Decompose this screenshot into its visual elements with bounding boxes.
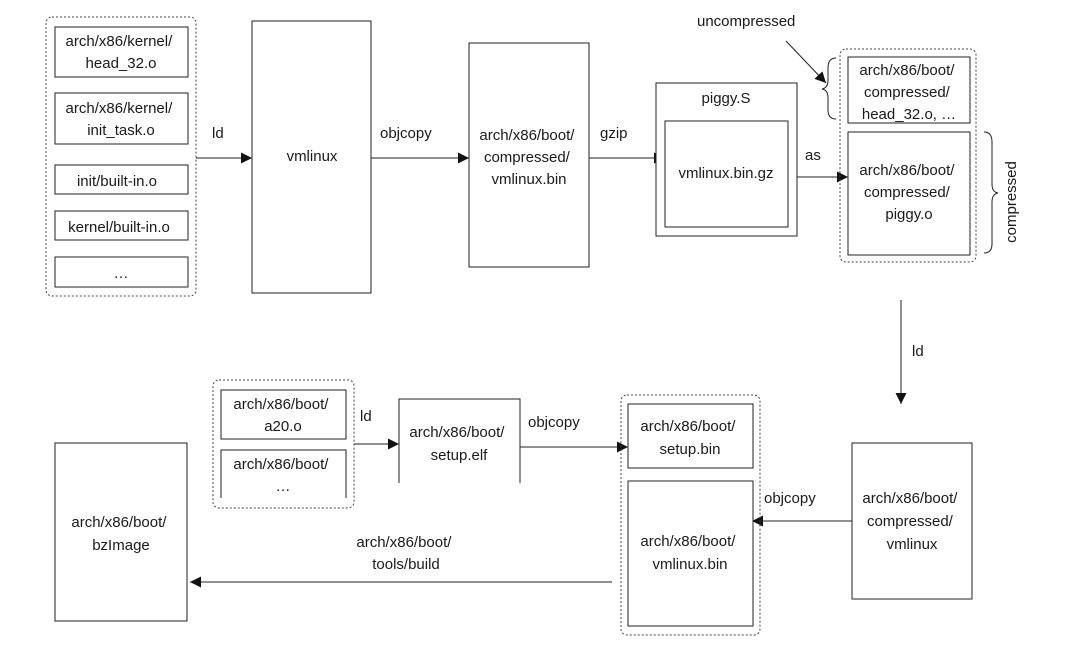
vmlinux-label: vmlinux	[287, 148, 338, 165]
piggy-o-label: arch/x86/boot/ compressed/ piggy.o	[859, 162, 958, 223]
kernel-objects-group	[45, 16, 197, 297]
gzip-label: gzip	[600, 125, 628, 142]
init-task-o-box	[54, 92, 189, 145]
compressed-objects-group	[839, 48, 977, 263]
more-objects-box	[54, 256, 189, 288]
kernel-built-in-o-label: kernel/built-in.o	[68, 219, 170, 236]
compressed-vmlinux-label: arch/x86/boot/ compressed/ vmlinux	[862, 490, 961, 553]
objcopy-label-3: objcopy	[764, 490, 816, 507]
setup-more-objects-box	[220, 449, 347, 498]
objcopy-label-1: objcopy	[380, 125, 432, 142]
more-objects-label: …	[114, 265, 129, 282]
compressed-vmlinux-bin-box	[468, 42, 590, 268]
head-32-o-box	[54, 26, 189, 78]
init-task-o-label: arch/x86/kernel/ init_task.o	[66, 100, 177, 139]
boot-vmlinux-bin-box	[627, 480, 754, 627]
uncompressed-brace	[821, 57, 837, 120]
setup-bin-box	[627, 403, 754, 469]
a20-o-label: arch/x86/boot/ a20.o	[233, 396, 332, 435]
piggy-s-label: piggy.S	[702, 90, 751, 107]
compressed-vmlinux-bin-label: arch/x86/boot/ compressed/ vmlinux.bin	[479, 127, 578, 188]
kernel-built-in-o-box	[54, 210, 189, 241]
ld-label-1: ld	[212, 125, 224, 142]
piggy-o-box	[847, 131, 971, 256]
init-built-in-o-box	[54, 164, 189, 195]
vmlinux-box	[251, 20, 372, 294]
compressed-label: compressed	[1003, 161, 1020, 243]
objcopy-label-2: objcopy	[528, 414, 580, 431]
compressed-brace	[983, 131, 999, 254]
boot-vmlinux-bin-label: arch/x86/boot/ vmlinux.bin	[640, 533, 739, 573]
ld-label-3: ld	[360, 408, 372, 425]
build-label: arch/x86/boot/ tools/build	[356, 534, 455, 573]
ld-label-2: ld	[912, 343, 924, 360]
setup-bin-label: arch/x86/boot/ setup.bin	[640, 418, 739, 458]
bzimage-label: arch/x86/boot/ bzImage	[71, 514, 170, 554]
head-32-o-label: arch/x86/kernel/ head_32.o	[66, 33, 177, 72]
compressed-head-32-o-box	[847, 56, 971, 124]
bzimage-box	[54, 442, 188, 622]
setup-elf-label: arch/x86/boot/ setup.elf	[409, 424, 508, 464]
compressed-head-32-o-label: arch/x86/boot/ compressed/ head_32.o, …	[859, 62, 958, 123]
a20-o-box	[220, 389, 347, 440]
uncompressed-label: uncompressed	[697, 13, 795, 30]
uncompressed-pointer-arrow	[785, 40, 827, 84]
setup-more-objects-label: arch/x86/boot/ …	[233, 456, 332, 495]
boot-bins-group	[620, 394, 761, 636]
vmlinux-bin-gz-label: vmlinux.bin.gz	[678, 165, 773, 182]
init-built-in-o-label: init/built-in.o	[77, 173, 157, 190]
as-label: as	[805, 147, 821, 164]
vmlinux-bin-gz-box	[664, 120, 789, 228]
setup-elf-box	[398, 398, 521, 483]
